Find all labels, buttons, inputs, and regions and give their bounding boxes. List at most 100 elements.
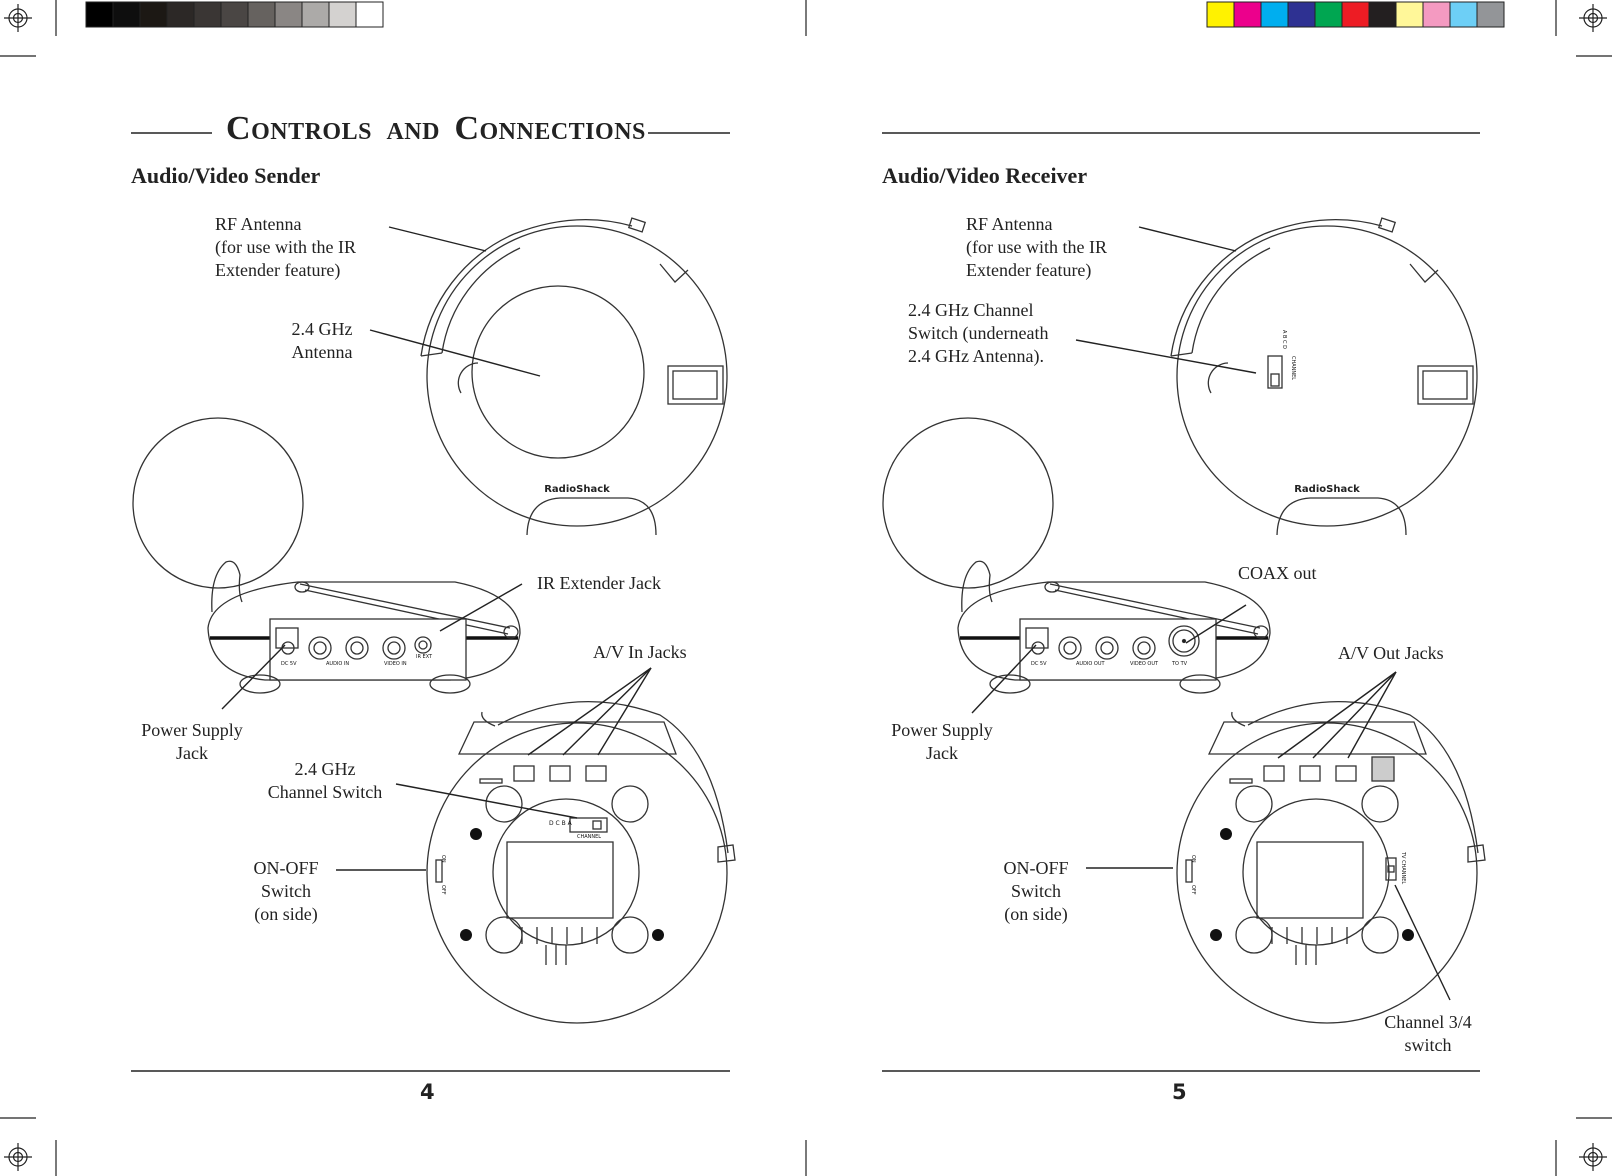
receiver-top-view: [1170, 217, 1478, 536]
sender-top-view: [420, 217, 728, 536]
calibration-swatch: [328, 1, 357, 28]
label-line: (on side): [1004, 904, 1068, 924]
sender-on-label: ON: [440, 855, 446, 863]
receiver-brand-logo: RadioShack: [1294, 484, 1360, 495]
sender-on-off-label: ON-OFF Switch (on side): [241, 857, 331, 926]
label-line: (for use with the IR: [966, 237, 1107, 257]
receiver-channel-label: CHANNEL: [1290, 356, 1296, 380]
sender-heading: Audio/Video Sender: [131, 163, 321, 188]
receiver-av-out-jacks-label: A/V Out Jacks: [1338, 643, 1444, 663]
sender-rf-antenna-label: RF Antenna (for use with the IR Extender…: [215, 213, 356, 282]
title-second-rest: ONNECTIONS: [479, 119, 646, 145]
receiver-heading: Audio/Video Receiver: [882, 163, 1088, 188]
receiver-on-off-label: ON-OFF Switch (on side): [991, 857, 1081, 926]
receiver-tv-channel-label: TV CHANNEL: [1400, 851, 1406, 884]
label-line: Channel 3/4: [1384, 1012, 1472, 1032]
receiver-dc-jack-label: DC 5V: [1031, 661, 1047, 667]
sender-av-in-jacks-label: A/V In Jacks: [593, 642, 687, 662]
registration-mark-top-right-icon: [1579, 4, 1607, 32]
calibration-swatch: [166, 1, 195, 28]
sender-channel-switch-label: 2.4 GHz Channel Switch: [258, 758, 392, 804]
label-line: Jack: [926, 743, 958, 763]
label-line: 2.4 GHz Antenna).: [908, 346, 1044, 366]
calibration-swatch: [355, 1, 384, 28]
sender-audio-in-label: AUDIO IN: [326, 661, 349, 667]
sender-dc-jack-label: DC 5V: [281, 661, 297, 667]
color-calibration-bar: [1206, 1, 1505, 28]
sender-pcb-pins: [521, 927, 598, 965]
receiver-front-view: [882, 417, 1271, 694]
calibration-swatch: [139, 1, 168, 28]
calibration-swatch: [1395, 1, 1424, 28]
label-line: (on side): [254, 904, 318, 924]
receiver-to-tv-label: TO TV: [1171, 661, 1188, 667]
label-line: 2.4 GHz: [294, 759, 356, 779]
page-number-right: 5: [1172, 1080, 1187, 1104]
calibration-swatch: [220, 1, 249, 28]
calibration-swatch: [1341, 1, 1370, 28]
registration-mark-bottom-right-icon: [1579, 1143, 1607, 1171]
sender-bottom-view: [426, 701, 736, 1024]
title-first-rest: ONTROLS: [251, 119, 372, 145]
calibration-swatch: [301, 1, 330, 28]
calibration-swatch: [1233, 1, 1262, 28]
receiver-power-supply-label: Power Supply Jack: [884, 719, 1000, 765]
label-line: RF Antenna: [215, 214, 302, 234]
page-number-left: 4: [420, 1080, 435, 1104]
label-line: Extender feature): [966, 260, 1092, 280]
page-title: CONTROLS AND CONNECTIONS: [226, 110, 646, 148]
calibration-swatch: [1422, 1, 1451, 28]
sender-brand-logo: RadioShack: [544, 484, 610, 495]
label-line: 2.4 GHz Channel: [908, 300, 1034, 320]
sender-front-view: [132, 417, 521, 694]
calibration-swatch: [1260, 1, 1289, 28]
receiver-on-label: ON: [1190, 855, 1196, 863]
calibration-swatch: [1476, 1, 1505, 28]
sender-power-supply-label: Power Supply Jack: [134, 719, 250, 765]
receiver-off-label: OFF: [1190, 885, 1196, 895]
receiver-coax-out-label: COAX out: [1238, 563, 1317, 583]
label-line: Power Supply: [141, 720, 243, 740]
calibration-swatch: [247, 1, 276, 28]
receiver-channel-switch-label: 2.4 GHz Channel Switch (underneath 2.4 G…: [908, 299, 1048, 368]
sender-off-label: OFF: [440, 885, 446, 895]
grayscale-calibration-bar: [85, 1, 384, 28]
calibration-swatch: [1368, 1, 1397, 28]
calibration-swatch: [1287, 1, 1316, 28]
receiver-video-out-label: VIDEO OUT: [1130, 661, 1159, 667]
sender-channel-label: CHANNEL: [577, 834, 601, 840]
label-line: Antenna: [291, 342, 353, 362]
registration-mark-top-left-icon: [4, 4, 32, 32]
receiver-pcb-pins: [1271, 927, 1348, 965]
calibration-swatch: [1314, 1, 1343, 28]
label-line: Extender feature): [215, 260, 341, 280]
label-line: Channel Switch: [267, 782, 383, 802]
label-line: Jack: [176, 743, 208, 763]
receiver-bottom-view: [1176, 701, 1486, 1024]
sender-video-in-label: VIDEO IN: [384, 661, 407, 667]
label-line: RF Antenna: [966, 214, 1053, 234]
receiver-rf-antenna-label: RF Antenna (for use with the IR Extender…: [966, 213, 1107, 282]
sender-ir-extender-jack-label: IR Extender Jack: [537, 573, 661, 593]
label-line: (for use with the IR: [215, 237, 356, 257]
sender-channel-letters: D C B A: [549, 820, 573, 827]
sender-ghz-antenna-label: 2.4 GHz Antenna: [286, 318, 358, 364]
registration-mark-bottom-left-icon: [4, 1143, 32, 1171]
sender-callout-lines: [221, 226, 652, 871]
calibration-swatch: [1206, 1, 1235, 28]
title-first-initial: C: [226, 110, 252, 147]
receiver-channel-letters: A B C D: [1281, 330, 1287, 349]
calibration-swatch: [274, 1, 303, 28]
calibration-swatch: [1449, 1, 1478, 28]
sender-ir-ext-label: IR EXT: [416, 654, 433, 660]
title-and: AND: [386, 119, 440, 145]
label-line: ON-OFF: [253, 858, 319, 878]
calibration-swatch: [85, 1, 114, 28]
label-line: 2.4 GHz: [291, 319, 353, 339]
title-second-initial: C: [454, 110, 480, 147]
label-line: Switch: [260, 881, 311, 901]
label-line: Power Supply: [891, 720, 993, 740]
